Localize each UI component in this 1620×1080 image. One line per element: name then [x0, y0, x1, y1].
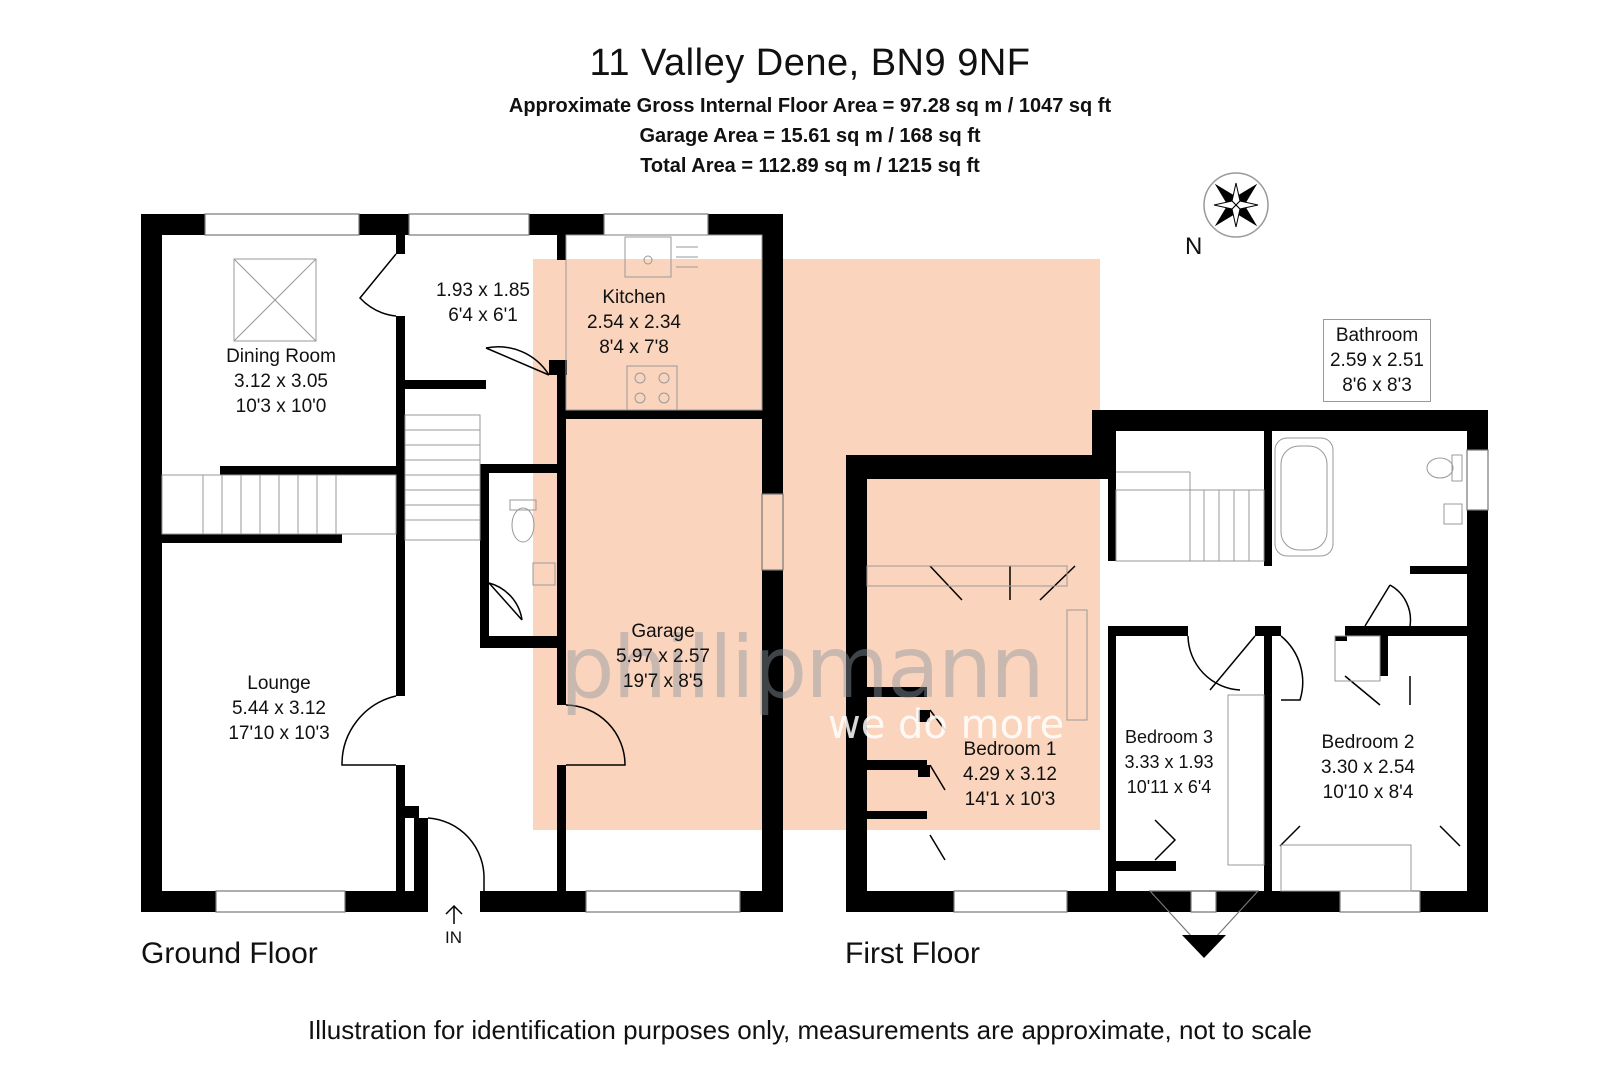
room-bedroom1: Bedroom 1 4.29 x 3.12 14'1 x 10'3: [963, 737, 1057, 812]
disclaimer: Illustration for identification purposes…: [308, 1015, 1312, 1045]
first-floor-stairs: [1115, 471, 1265, 562]
entrance-label: IN: [445, 928, 462, 947]
room-bedroom2-name: Bedroom 2: [1321, 732, 1415, 753]
compass-rose-icon: [1203, 172, 1269, 238]
ground-floor-windows: [204, 213, 784, 913]
room-kitchen-name: Kitchen: [602, 287, 666, 308]
room-hall-imperial: 6'4 x 6'1: [448, 305, 518, 326]
room-bedroom1-name: Bedroom 1: [963, 739, 1057, 760]
room-lounge-name: Lounge: [247, 673, 311, 694]
ground-floor-doors: [341, 253, 626, 891]
room-bedroom1-imperial: 14'1 x 10'3: [964, 789, 1056, 810]
room-kitchen: Kitchen 2.54 x 2.34 8'4 x 7'8: [587, 285, 681, 360]
watermark-tagline: we do more: [828, 702, 1065, 748]
first-floor-walls: [846, 410, 1488, 912]
plan-title: 11 Valley Dene, BN9 9NF: [589, 42, 1031, 84]
north-label: N: [1185, 233, 1203, 260]
watermark-brand: phillipmann: [560, 618, 1045, 718]
room-bedroom3-metric: 3.33 x 1.93: [1124, 752, 1214, 772]
room-lounge: Lounge 5.44 x 3.12 17'10 x 10'3: [228, 671, 329, 746]
room-bedroom1-metric: 4.29 x 3.12: [962, 764, 1058, 785]
room-dining-imperial: 10'3 x 10'0: [235, 396, 327, 417]
room-lounge-metric: 5.44 x 3.12: [231, 698, 327, 719]
first-floor-windows: [953, 449, 1489, 913]
bay-window-fill: [1182, 935, 1226, 958]
room-kitchen-metric: 2.54 x 2.34: [586, 312, 682, 333]
room-garage-name: Garage: [631, 621, 695, 642]
bathroom-fittings: [1274, 437, 1463, 557]
room-bedroom2-metric: 3.30 x 2.54: [1320, 757, 1416, 778]
first-floor-doors: [929, 565, 1461, 861]
room-bathroom-imperial: 8'6 x 8'3: [1342, 375, 1412, 396]
room-hall-metric: 1.93 x 1.85: [435, 280, 531, 301]
room-garage: Garage 5.97 x 2.57 19'7 x 8'5: [616, 619, 710, 694]
ground-floor-label: Ground Floor: [141, 937, 318, 970]
room-bathroom-name: Bathroom: [1335, 325, 1419, 346]
bay-window: [1148, 890, 1260, 951]
room-garage-metric: 5.97 x 2.57: [615, 646, 711, 667]
room-bedroom2-imperial: 10'10 x 8'4: [1322, 782, 1414, 803]
room-lounge-imperial: 17'10 x 10'3: [228, 723, 330, 744]
garage-area: Garage Area = 15.61 sq m / 168 sq ft: [639, 125, 981, 147]
room-kitchen-imperial: 8'4 x 7'8: [599, 337, 669, 358]
first-floor-label: First Floor: [845, 937, 980, 970]
ground-floor-stairs: [161, 258, 481, 541]
room-dining-name: Dining Room: [226, 346, 336, 367]
room-bedroom3-imperial: 10'11 x 6'4: [1126, 777, 1212, 797]
room-hall: 1.93 x 1.85 6'4 x 6'1: [436, 278, 530, 328]
room-dining: Dining Room 3.12 x 3.05 10'3 x 10'0: [226, 344, 336, 419]
watermark-highlight: [533, 259, 1100, 830]
room-bathroom-metric: 2.59 x 2.51: [1329, 350, 1425, 371]
room-bedroom3-name: Bedroom 3: [1124, 727, 1214, 747]
total-area: Total Area = 112.89 sq m / 1215 sq ft: [640, 155, 980, 177]
entrance-arrow-icon: [445, 904, 463, 924]
room-bedroom3: Bedroom 3 3.33 x 1.93 10'11 x 6'4: [1124, 725, 1213, 800]
ground-floor-walls: [141, 214, 783, 912]
wardrobe-outlines: [866, 565, 1412, 892]
room-bathroom: Bathroom 2.59 x 2.51 8'6 x 8'3: [1322, 319, 1432, 402]
room-dining-metric: 3.12 x 3.05: [233, 371, 329, 392]
wc-fittings: [509, 499, 556, 586]
gross-area: Approximate Gross Internal Floor Area = …: [508, 95, 1112, 117]
kitchen-fittings: [565, 234, 763, 411]
room-bedroom2: Bedroom 2 3.30 x 2.54 10'10 x 8'4: [1321, 730, 1415, 805]
room-garage-imperial: 19'7 x 8'5: [622, 671, 704, 692]
